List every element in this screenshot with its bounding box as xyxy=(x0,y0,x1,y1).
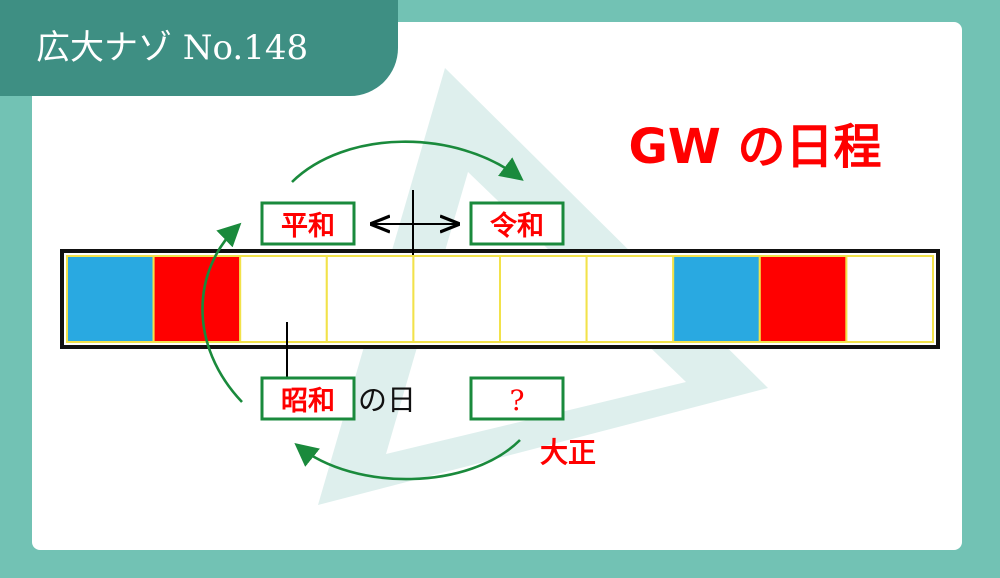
calendar-cell-5 xyxy=(412,255,501,343)
curved-arrow-left xyxy=(201,222,243,403)
page-title: GW の日程 xyxy=(628,119,881,175)
reiwa-label: 令和 xyxy=(490,210,544,242)
calendar-cell-3 xyxy=(239,255,328,343)
calendar-cell-1 xyxy=(66,255,155,343)
calendar-cells xyxy=(66,255,935,343)
taisho-label: 大正 xyxy=(540,436,596,469)
calendar-cell-8 xyxy=(672,255,761,343)
showa-box xyxy=(260,376,356,421)
curved-arrow-top xyxy=(291,140,524,183)
calendar-cell-6 xyxy=(499,255,588,343)
showa-label: 昭和 xyxy=(281,386,335,417)
puzzle-badge: 広大ナゾ No.148 xyxy=(0,0,398,96)
question-box xyxy=(469,376,565,421)
calendar-cell-4 xyxy=(325,255,415,343)
question-mark: ? xyxy=(509,384,524,417)
puzzle-number-label: 広大ナゾ No.148 xyxy=(36,28,309,68)
showa-suffix: の日 xyxy=(358,383,416,417)
reiwa-box xyxy=(469,201,565,246)
calendar-cell-2 xyxy=(152,255,242,343)
calendar-cell-10 xyxy=(845,255,935,343)
triangle-watermark-icon xyxy=(318,68,768,505)
calendar-cell-7 xyxy=(585,255,675,343)
heisei-box xyxy=(260,201,356,246)
calendar-cell-9 xyxy=(758,255,848,343)
curved-arrow-bottom xyxy=(294,439,521,481)
heisei-label: 平和 xyxy=(281,211,335,242)
